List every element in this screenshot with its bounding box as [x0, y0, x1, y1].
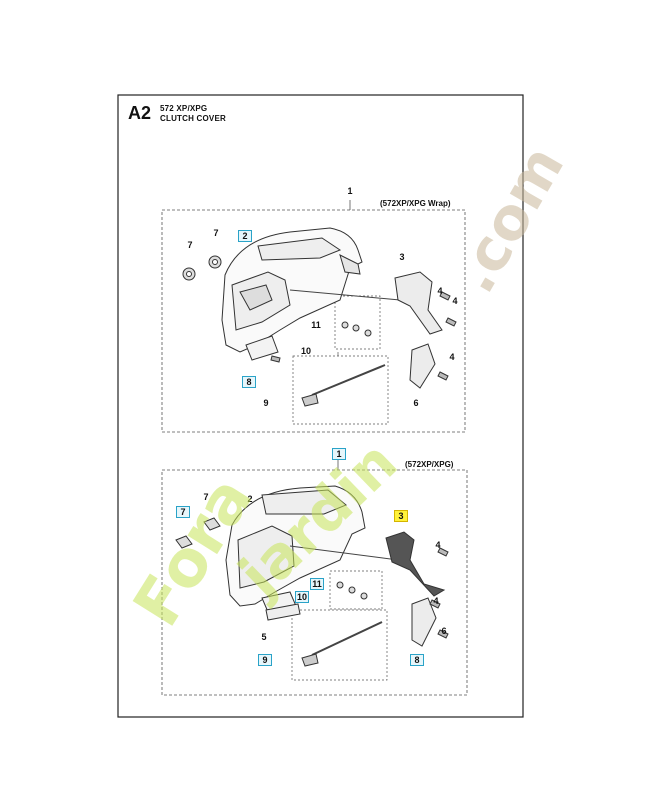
top-variant-label: (572XP/XPG Wrap) [380, 199, 451, 208]
bottom-callout-3: 3 [394, 510, 408, 522]
bottom-callout-6: 6 [441, 626, 447, 636]
top-callout-10: 10 [300, 346, 311, 356]
bottom-subassembly-11-box [329, 570, 383, 610]
top-callout-1: 1 [347, 186, 353, 196]
bottom-callout-8: 8 [410, 654, 424, 666]
section-code: A2 [128, 103, 152, 123]
top-callout-7b: 7 [213, 228, 219, 238]
bottom-variant-label: (572XP/XPG) [405, 460, 454, 469]
bottom-callout-10: 10 [295, 591, 309, 603]
bottom-callout-4b: 4 [433, 596, 439, 606]
bottom-callout-4a: 4 [435, 540, 441, 550]
top-callout-8: 8 [242, 376, 256, 388]
top-callout-4c: 4 [449, 352, 455, 362]
top-subassembly-11-box [334, 295, 381, 350]
top-callout-6: 6 [413, 398, 419, 408]
section-title: CLUTCH COVER [160, 114, 226, 123]
model-name: 572 XP/XPG [160, 104, 208, 113]
top-callout-4a: 4 [437, 286, 443, 296]
bottom-callout-7a: 7 [176, 506, 190, 518]
top-callout-4b: 4 [452, 296, 458, 306]
bottom-callout-11: 11 [310, 578, 324, 590]
top-view-frame [161, 209, 466, 433]
bottom-callout-2: 2 [247, 494, 253, 504]
top-subassembly-10-box [292, 355, 389, 425]
bottom-view-frame [161, 469, 468, 696]
top-callout-2: 2 [238, 230, 252, 242]
bottom-callout-1: 1 [332, 448, 346, 460]
bottom-subassembly-10-box [291, 609, 388, 681]
top-callout-3: 3 [399, 252, 405, 262]
top-callout-7a: 7 [187, 240, 193, 250]
bottom-callout-9: 9 [258, 654, 272, 666]
top-clutch-cover-drawing [182, 227, 457, 407]
bottom-callout-5: 5 [261, 632, 267, 642]
bottom-clutch-cover-drawing [175, 485, 449, 667]
bottom-callout-7b: 7 [203, 492, 209, 502]
top-callout-11: 11 [311, 320, 321, 330]
top-callout-9: 9 [263, 398, 269, 408]
